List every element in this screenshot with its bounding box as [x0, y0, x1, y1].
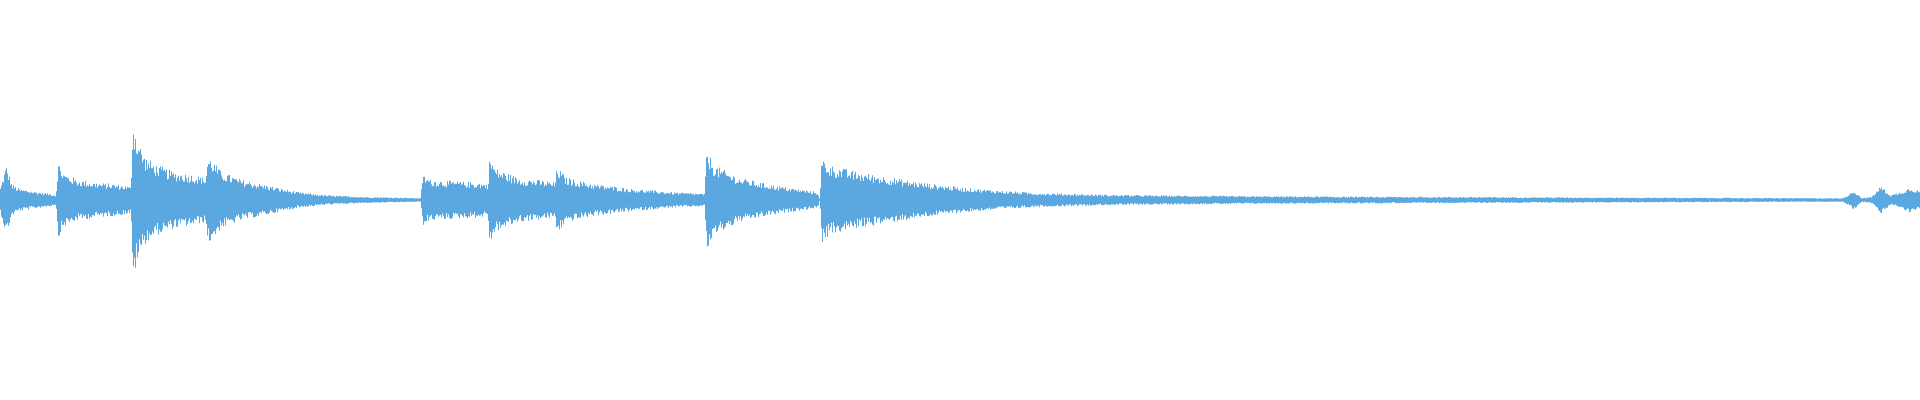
waveform-path: [0, 134, 1920, 268]
